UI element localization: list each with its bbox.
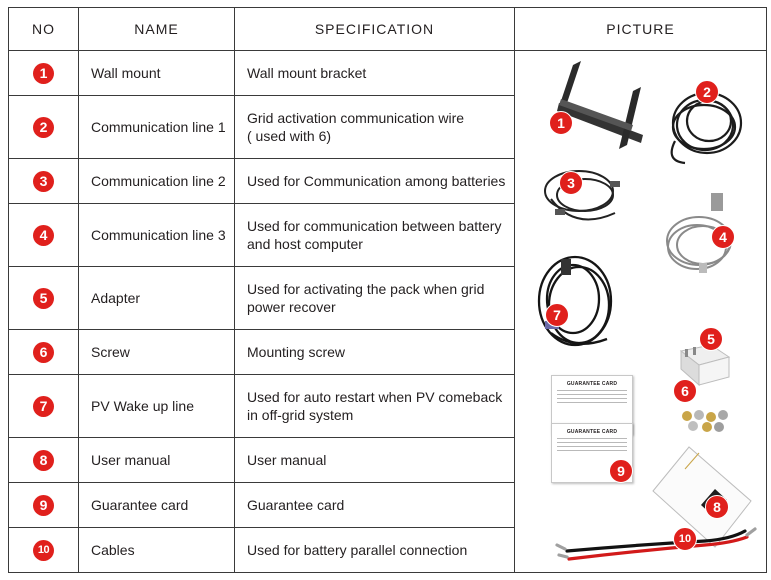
picture-badge-4: 4 [711, 225, 735, 249]
parts-list: NO NAME SPECIFICATION PICTURE 1 Wall mou… [8, 7, 767, 573]
row-spec: Used for communication between battery an… [234, 203, 515, 267]
row-name: Guarantee card [78, 482, 235, 528]
spec-line: Wall mount bracket [247, 65, 367, 81]
row-number-cell: 3 [8, 158, 79, 204]
row-number-cell: 7 [8, 374, 79, 438]
row-number-cell: 6 [8, 329, 79, 375]
adapter-image [679, 344, 731, 387]
spec-line: Used for Communication among batteries [247, 173, 506, 189]
screws-image [682, 410, 728, 432]
user-manual-image [652, 446, 752, 548]
table-row: 8 User manual User manual [8, 437, 767, 483]
row-spec: Mounting screw [234, 329, 515, 375]
spec-line: Mounting screw [247, 344, 346, 360]
row-spec: Wall mount bracket [234, 50, 515, 96]
row-spec: User manual [234, 437, 515, 483]
row-number-cell: 9 [8, 482, 79, 528]
row-number-badge: 1 [33, 62, 54, 84]
spec-line: User manual [247, 452, 327, 468]
picture-badge-8: 8 [705, 495, 729, 519]
picture-badge-1: 1 [549, 111, 573, 135]
header-row: NO NAME SPECIFICATION PICTURE [8, 7, 767, 51]
table-row: 6 Screw Mounting screw [8, 329, 767, 375]
row-spec: Guarantee card [234, 482, 515, 528]
row-name: Adapter [78, 266, 235, 330]
row-name: User manual [78, 437, 235, 483]
picture-badge-5: 5 [699, 327, 723, 351]
table-row: 3 Communication line 2 Used for Communic… [8, 158, 767, 204]
picture-badge-7: 7 [545, 303, 569, 327]
row-number-cell: 8 [8, 437, 79, 483]
row-name: Cables [78, 527, 235, 573]
spec-line: Used for communication between battery [247, 218, 502, 234]
row-spec: Used for activating the pack when grid po… [234, 266, 515, 330]
spec-line: in off-grid system [247, 407, 354, 423]
row-number-badge: 7 [33, 395, 54, 417]
row-number-cell: 4 [8, 203, 79, 267]
row-number-badge: 2 [33, 116, 54, 138]
header-no: NO [8, 7, 79, 51]
guarantee-card-title: GUARANTEE CARD [566, 429, 618, 435]
row-name: Communication line 2 [78, 158, 235, 204]
row-name: Screw [78, 329, 235, 375]
row-name: Wall mount [78, 50, 235, 96]
row-name: Communication line 3 [78, 203, 235, 267]
table-row: 2 Communication line 1 Grid activation c… [8, 95, 767, 159]
table-row: 1 Wall mount Wall mount bracket [8, 50, 767, 573]
row-name: Communication line 1 [78, 95, 235, 159]
row-name: PV Wake up line [78, 374, 235, 438]
row-number-badge: 9 [33, 494, 54, 516]
row-spec: Used for auto restart when PV comeback in… [234, 374, 515, 438]
parts-illustration: GUARANTEE CARD GUARANTEE CARD 1 2 3 4 5 … [515, 51, 767, 571]
row-spec: Used for Communication among batteries [234, 158, 515, 204]
spec-line: ( used with 6) [247, 128, 332, 144]
wall-mount-bracket-image [557, 61, 643, 149]
row-number-badge: 4 [33, 224, 54, 246]
picture-badge-3: 3 [559, 171, 583, 195]
picture-badge-9: 9 [609, 459, 633, 483]
header-name: NAME [78, 7, 235, 51]
header-specification: SPECIFICATION [234, 7, 515, 51]
picture-badge-6: 6 [673, 379, 697, 403]
table-row: 4 Communication line 3 Used for communic… [8, 203, 767, 267]
row-number-badge: 5 [33, 287, 54, 309]
spec-line: Used for battery parallel connection [247, 542, 468, 558]
communication-line-2-image [544, 170, 620, 221]
spec-line: power recover [247, 299, 336, 315]
row-number-cell: 1 [8, 50, 79, 96]
picture-cell: GUARANTEE CARD GUARANTEE CARD 1 2 3 4 5 … [514, 50, 767, 573]
spec-line: Guarantee card [247, 497, 345, 513]
table-row: 10 Cables Used for battery parallel conn… [8, 527, 767, 573]
picture-badge-10: 10 [673, 527, 697, 551]
row-spec: Grid activation communication wire ( used… [234, 95, 515, 159]
spec-line: Grid activation communication wire [247, 110, 465, 126]
guarantee-card-title: GUARANTEE CARD [566, 381, 618, 387]
spec-line: Used for auto restart when PV comeback [247, 389, 503, 405]
picture-badge-2: 2 [695, 80, 719, 104]
row-number-cell: 2 [8, 95, 79, 159]
row-number-badge: 3 [33, 170, 54, 192]
row-number-badge: 8 [33, 449, 54, 471]
pv-wake-up-line-image [537, 255, 613, 347]
row-number-badge: 10 [33, 539, 54, 561]
header-picture: PICTURE [514, 7, 767, 51]
row-spec: Used for battery parallel connection [234, 527, 515, 573]
row-number-cell: 10 [8, 527, 79, 573]
spec-line: and host computer [247, 236, 363, 252]
row-number-cell: 5 [8, 266, 79, 330]
spec-line: Used for activating the pack when grid [247, 281, 485, 297]
row-number-badge: 6 [33, 341, 54, 363]
parts-table: NO NAME SPECIFICATION PICTURE 1 Wall mou… [8, 7, 767, 573]
